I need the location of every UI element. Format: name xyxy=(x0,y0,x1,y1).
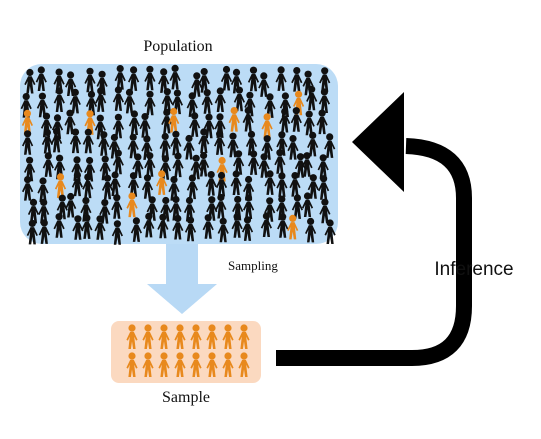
inference-arrowhead xyxy=(352,92,404,192)
sample-label: Sample xyxy=(162,389,210,406)
population-label: Population xyxy=(143,38,212,55)
inference-arrow-shaft xyxy=(276,138,472,366)
sampling-label: Sampling xyxy=(228,258,278,273)
sampling-arrow xyxy=(147,244,217,314)
inference-label: Inference xyxy=(434,259,513,280)
